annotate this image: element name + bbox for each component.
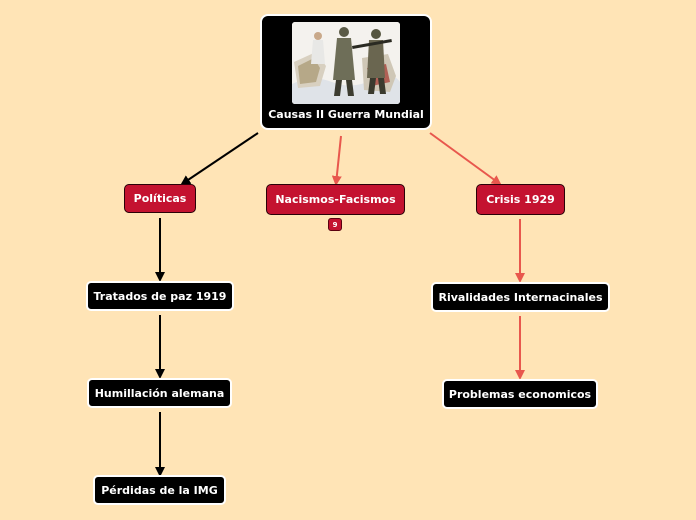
node-tratados-de-paz[interactable]: Tratados de paz 1919: [86, 281, 234, 311]
connector-root-politicas: [182, 133, 258, 184]
badge-count: 9: [333, 221, 338, 229]
root-topic-label: Causas II Guerra Mundial: [268, 108, 424, 121]
root-topic-node[interactable]: Causas II Guerra Mundial: [260, 14, 432, 130]
node-nacismos-facismos-label: Nacismos-Facismos: [275, 193, 395, 206]
node-politicas[interactable]: Políticas: [124, 184, 196, 213]
connector-root-nacismos: [336, 136, 341, 184]
node-humillacion-alemana-label: Humillación alemana: [95, 387, 225, 400]
node-perdidas-img[interactable]: Pérdidas de la IMG: [93, 475, 226, 505]
node-tratados-de-paz-label: Tratados de paz 1919: [94, 290, 227, 303]
node-humillacion-alemana[interactable]: Humillación alemana: [87, 378, 232, 408]
node-nacismos-facismos[interactable]: Nacismos-Facismos: [266, 184, 405, 215]
node-problemas-economicos-label: Problemas economicos: [449, 388, 591, 401]
connector-root-crisis: [430, 133, 500, 184]
node-rivalidades-internacionales[interactable]: Rivalidades Internacinales: [431, 282, 610, 312]
node-rivalidades-internacionales-label: Rivalidades Internacinales: [438, 291, 602, 304]
node-crisis-1929-label: Crisis 1929: [486, 193, 555, 206]
hidden-children-count-badge[interactable]: 9: [328, 218, 342, 231]
node-politicas-label: Políticas: [134, 192, 187, 205]
node-crisis-1929[interactable]: Crisis 1929: [476, 184, 565, 215]
soldiers-illustration-image: [292, 22, 400, 104]
node-perdidas-img-label: Pérdidas de la IMG: [101, 484, 218, 497]
node-problemas-economicos[interactable]: Problemas economicos: [442, 379, 598, 409]
